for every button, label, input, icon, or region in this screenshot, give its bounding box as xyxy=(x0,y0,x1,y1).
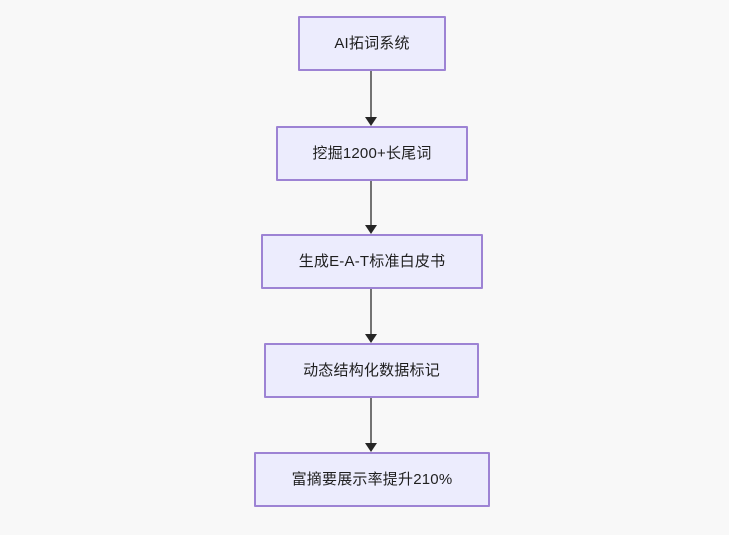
arrowhead-icon xyxy=(365,225,377,234)
arrowhead-icon xyxy=(365,117,377,126)
flowchart-node-structured-data-markup[interactable]: 动态结构化数据标记 xyxy=(264,343,479,398)
flowchart-node-label: 生成E-A-T标准白皮书 xyxy=(298,253,446,270)
flowchart-node-label: 富摘要展示率提升210% xyxy=(291,471,453,488)
flowchart-node-label: AI拓词系统 xyxy=(334,35,410,52)
arrowhead-icon xyxy=(365,334,377,343)
connector-line xyxy=(370,181,372,226)
flowchart-node-eat-whitepaper[interactable]: 生成E-A-T标准白皮书 xyxy=(261,234,483,289)
connector-line xyxy=(370,71,372,118)
connector-line xyxy=(370,398,372,444)
arrowhead-icon xyxy=(365,443,377,452)
flowchart-node-ai-keyword-system[interactable]: AI拓词系统 xyxy=(298,16,446,71)
flowchart-node-rich-snippet-result[interactable]: 富摘要展示率提升210% xyxy=(254,452,490,507)
flowchart-node-label: 动态结构化数据标记 xyxy=(303,362,440,379)
connector-line xyxy=(370,289,372,335)
flowchart-node-label: 挖掘1200+长尾词 xyxy=(312,145,432,162)
flowchart-node-longtail-mining[interactable]: 挖掘1200+长尾词 xyxy=(276,126,468,181)
